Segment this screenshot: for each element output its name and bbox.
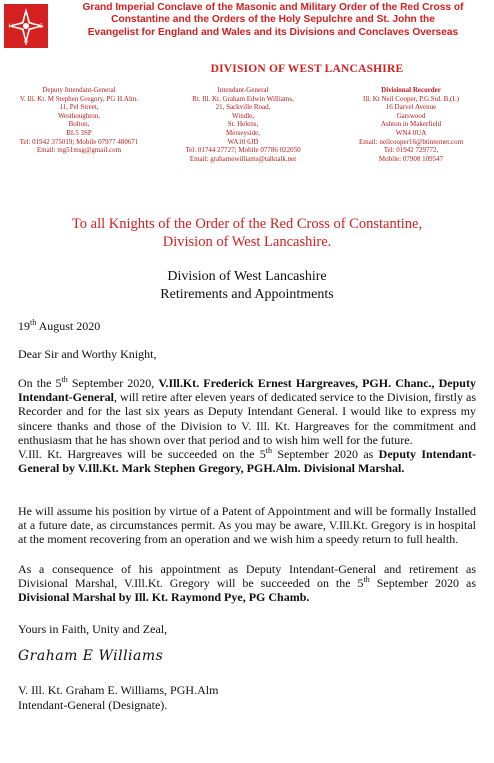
officer-line: Westhoughton, [57,111,101,120]
text-sup: th [363,575,370,585]
officer-divisional-recorder: Divisional Recorder Ill. Kt Neil Cooper,… [330,86,492,163]
officer-line: 16 Darvel Avenue [385,103,437,112]
officer-line: Ashton in Makerfield [380,120,442,129]
officer-deputy-intendant-general: Deputy Intendant-General V. Ill. Kt. M S… [2,86,156,155]
subject-line-1: Division of West Lancashire [167,269,327,284]
letter-salutation: Dear Sir and Worthy Knight, [18,347,157,361]
letter-addressee: To all Knights of the Order of the Red C… [0,215,494,251]
addressee-line-1: To all Knights of the Order of the Red C… [71,216,423,232]
addressee-line-2: Division of West Lancashire. [162,234,332,250]
text-run: As a consequence of his appointment as D… [18,562,476,591]
officer-line: BL5 3SP [66,128,92,137]
officer-email: Email: neilcooper16@btinternet.com [358,137,464,146]
officer-line: Merseyside, [225,128,261,137]
division-title: DIVISION OF WEST LANCASHIRE [210,63,404,75]
officer-intendant-general: Intendant-General Rt. Ill. Kt. Graham Ed… [160,86,326,163]
officer-line: Tel: 01942 729772, [383,146,439,155]
officer-line: Mobile: 07908 109547 [378,154,444,163]
letter-subject: Division of West Lancashire Retirements … [0,268,494,303]
officer-line: Ill. Kt Neil Cooper, P.G.Std. B.(L) [363,94,459,103]
order-crest-logo: I H S V [4,4,48,48]
text-bold: Ill. Kt. Raymond Pye, PG Chamb. [134,590,310,605]
crest-letter-bottom: V [24,40,29,47]
officer-role: Intendant-General [217,86,269,94]
date-suffix: th [30,318,37,327]
text-run: V.Ill. Kt. Hargreaves will be succeeded … [18,447,266,461]
org-line-2: Constantine and the Orders of the Holy S… [111,14,435,26]
officer-line: Tel: 01942 375019; Mobile 07977 480671 [19,137,139,146]
text-bold: by [115,590,135,605]
crest-letter-left: H [9,23,14,30]
officer-line: V. Ill. Kt. M Stephen Gregory, PG H.Alm. [19,94,139,103]
letter-date: 19th August 2020 [18,318,100,334]
crest-letter-right: S [39,23,43,30]
organization-name: Grand Imperial Conclave of the Masonic a… [58,2,488,39]
officer-role: Deputy Intendant-General [42,86,116,94]
officer-line: 11, Pel Street, [59,103,99,112]
officer-line: 21, Sackville Road, [215,103,271,112]
signatory-block: V. Ill. Kt. Graham E. Williams, PGH.Alm … [18,683,218,712]
text-sup: th [61,375,68,384]
org-line-3: Evangelist for England and Wales and its… [87,26,459,38]
text-run: September 2020, [67,376,159,390]
paragraph-retirement: On the 5th September 2020, V.Ill.Kt. Fre… [18,376,476,447]
crest-letter-top: I [25,10,27,17]
text-bold: Divisional Marshal [18,590,116,605]
text-run: September 2020 as [369,576,476,591]
letter-closing: Yours in Faith, Unity and Zeal, [18,622,168,636]
officer-line: Rt. Ill. Kt. Graham Edwin Williams, [192,94,294,103]
officer-line: WN4 0UA [395,128,427,137]
paragraph-succession: V.Ill. Kt. Hargreaves will be succeeded … [18,446,477,476]
text-bold: Deputy Intendant-General by V.Ill.Kt. Ma… [18,447,477,476]
signatory-title: Intendant-General (Designate). [18,697,168,712]
paragraph-consequence: As a consequence of his appointment as D… [18,562,476,605]
officer-line: St. Helens, [227,120,259,129]
org-line-1: Grand Imperial Conclave of the Masonic a… [82,2,464,13]
officer-line: Windle, [231,111,255,120]
text-run: On the 5 [18,376,62,390]
text-bold: V.Ill.Kt. Frederick Ernest Hargreaves, P… [18,376,476,405]
text-run: , will retire after eleven years of dedi… [18,390,476,447]
officer-line: WA10 6JD [227,137,259,146]
paragraph-patent: He will assume his position by virtue of… [18,504,476,547]
date-day: 19 [18,319,30,333]
officer-line: Garswood [396,111,426,120]
officer-line: Tel: 01744 27727; Mobile 07786 022050 [185,146,301,155]
officer-email: Email: mg51msg@gmail.com [36,146,122,155]
officer-role: Divisional Recorder [381,86,441,94]
officer-email: Email: grahamewilliams@talktalk.net [189,154,297,163]
text-run: September 2020 as [272,447,379,461]
officer-line: Bolton, [68,120,90,129]
date-rest: August 2020 [36,319,101,333]
signatory-name: V. Ill. Kt. Graham E. Williams, PGH.Alm [18,683,219,697]
subject-line-2: Retirements and Appointments [160,286,334,302]
handwritten-signature: Graham E Williams [18,648,164,664]
text-sup: th [265,446,273,455]
